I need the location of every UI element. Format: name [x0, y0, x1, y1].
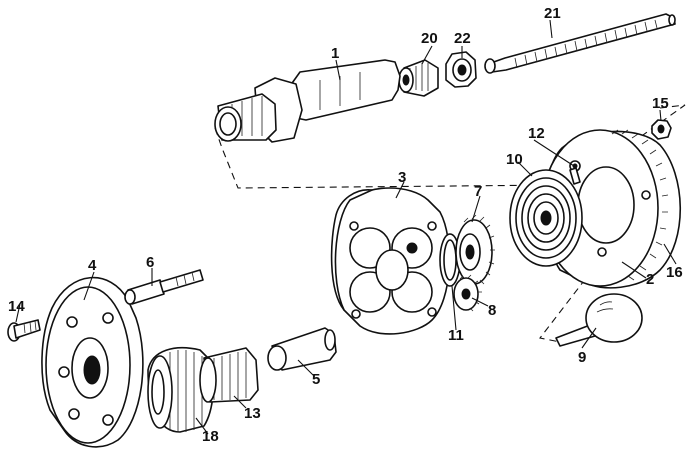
part-21-threaded-rod: [484, 13, 676, 74]
callout-13: 13: [244, 405, 261, 422]
callout-9: 9: [578, 349, 586, 366]
part-4-flange-disk: [41, 276, 144, 448]
part-5-short-shaft: [267, 327, 337, 371]
part-13-splined-sleeve: [199, 347, 259, 403]
callout-3: 3: [398, 169, 406, 186]
callout-10: 10: [506, 151, 523, 168]
callout-16: 16: [666, 264, 683, 281]
part-14-small-bolt: [7, 319, 41, 342]
callout-6: 6: [146, 254, 154, 271]
callout-2: 2: [646, 271, 654, 288]
callout-14: 14: [8, 298, 25, 315]
part-6-stepped-stud: [124, 269, 204, 305]
part-20-bushing: [398, 59, 439, 97]
callout-15: 15: [652, 95, 669, 112]
part-1-main-shaft: [214, 59, 401, 143]
part-12-pin: [569, 167, 581, 185]
assembly-guide-lower: [539, 259, 601, 343]
callout-7: 7: [474, 183, 482, 200]
callout-5: 5: [312, 371, 320, 388]
callout-20: 20: [421, 30, 438, 47]
part-15-small-nut: [651, 119, 672, 140]
callout-12: 12: [528, 125, 545, 142]
part-9-ball-lever: [555, 293, 643, 347]
callout-4: 4: [88, 257, 97, 274]
part-10-coil-spring: [509, 169, 583, 267]
callout-11: 11: [448, 327, 464, 344]
callout-21: 21: [544, 5, 561, 22]
callout-1: 1: [331, 45, 339, 62]
callout-22: 22: [454, 30, 471, 47]
part-11-ring: [439, 233, 461, 287]
part-3-carrier-plate: [330, 187, 451, 335]
part-8-small-gear: [453, 274, 482, 312]
callout-8: 8: [488, 302, 496, 319]
callout-18: 18: [202, 428, 219, 445]
part-18-threaded-ring: [147, 347, 215, 433]
leader-lines: [15, 19, 677, 435]
part-22-hex-nut: [445, 51, 477, 88]
